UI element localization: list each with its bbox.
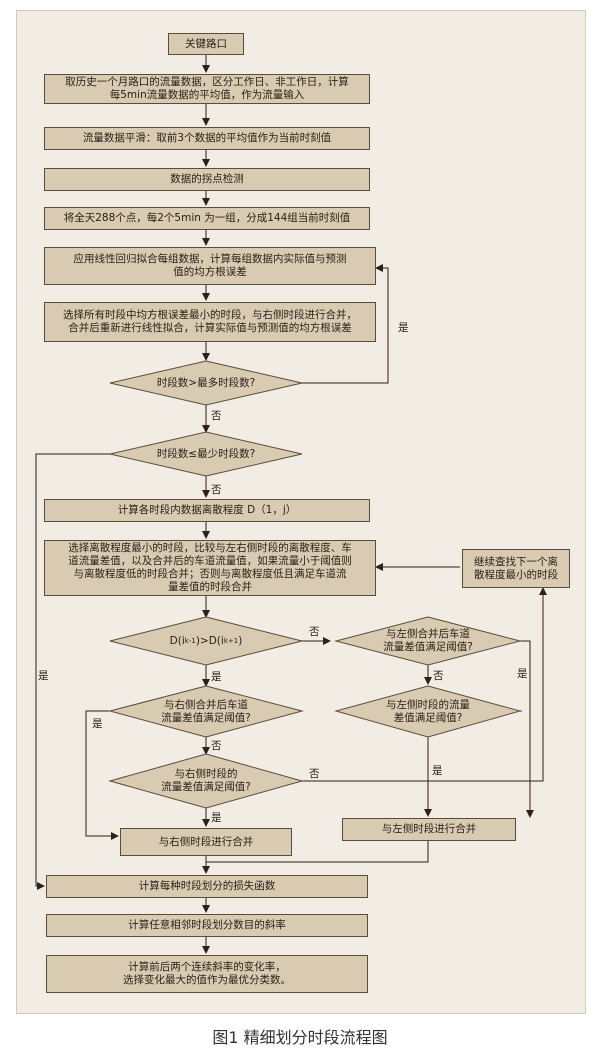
step-inflection-detection: 数据的拐点检测 xyxy=(44,168,370,191)
step-smoothing: 流量数据平滑：取前3个数据的平均值作为当前时刻值 xyxy=(44,127,370,150)
decision-diamond-1 xyxy=(109,360,303,406)
arrow-d7-no xyxy=(302,587,547,782)
loop-d2-yes xyxy=(35,453,110,890)
label-yes-d4: 是 xyxy=(517,668,528,680)
decision-7-label: 与右侧时段的 流量差值满足阈值? xyxy=(161,768,251,793)
step-linear-regression: 应用线性回归拟合每组数据，计算每组数据内实际值与预测 值的均方根误差 xyxy=(44,247,376,285)
flowchart-connectors xyxy=(35,55,547,954)
decision-3-sub-b: k+1 xyxy=(223,636,239,645)
merge-left-box: 与左侧时段进行合并 xyxy=(342,818,516,841)
decision-3-sub-a: k-1 xyxy=(184,636,196,645)
step-select-min-dispersion: 选择离散程度最小的时段，比较与左右侧时段的离散程度、车 道流量差值，以及合并后的… xyxy=(44,540,376,596)
decision-diamond-7 xyxy=(108,753,304,809)
decision-diamond-6 xyxy=(334,685,522,738)
step-history-data: 取历史一个月路口的流量数据，区分工作日、非工作日，计算 每5min流量数据的平均… xyxy=(44,74,370,104)
label-yes-d1: 是 xyxy=(398,322,409,334)
arrow-d5-yes xyxy=(85,710,119,840)
loop-d1-yes xyxy=(302,264,389,384)
label-no-d4: 否 xyxy=(433,670,444,682)
label-no-d2: 否 xyxy=(211,484,222,496)
step-slope: 计算任意相邻时段划分数目的斜率 xyxy=(46,914,368,937)
label-yes-d7: 是 xyxy=(211,812,222,824)
decision-3-text-a: D(i xyxy=(169,634,185,647)
decision-diamond-4 xyxy=(334,616,522,666)
arrow-mergeleft-step9 xyxy=(206,841,429,863)
decision-2-label: 时段数≤最少时段数? xyxy=(156,447,256,460)
step-merge-min-rmse: 选择所有时段中均方根误差最小的时段，与右侧时段进行合并， 合并后重新进行线性拟合… xyxy=(44,302,376,342)
decision-6-label: 与左侧时段的流量 差值满足阈值? xyxy=(386,698,470,724)
label-yes-d2: 是 xyxy=(38,670,49,682)
label-no-d1: 否 xyxy=(211,410,222,422)
decision-1-label: 时段数>最多时段数? xyxy=(156,376,256,389)
decision-diamond-3 xyxy=(109,616,303,666)
label-no-d5: 否 xyxy=(211,740,222,752)
step-grouping: 将全天288个点，每2个5min 为一组，分成144组当前时刻值 xyxy=(44,207,370,230)
step-loss-function: 计算每种时段划分的损失函数 xyxy=(46,875,368,898)
merge-right-box: 与右侧时段进行合并 xyxy=(120,828,292,856)
step-dispersion: 计算各时段内数据离散程度 D（1，j） xyxy=(44,499,370,522)
label-yes-d6: 是 xyxy=(432,765,443,777)
arrow-d4-yes xyxy=(520,640,534,818)
decision-diamond-5 xyxy=(108,685,304,738)
decision-3-text-b: )>D(i xyxy=(195,634,224,647)
step-optimal-classes: 计算前后两个连续斜率的变化率， 选择变化最大的值作为最优分类数。 xyxy=(46,955,368,993)
decision-diamond-2 xyxy=(109,431,303,477)
label-no-d3: 否 xyxy=(309,626,320,638)
decision-5-label: 与右侧合并后车道 流量差值满足阈值? xyxy=(161,698,251,724)
figure-caption: 图1 精细划分时段流程图 xyxy=(212,1028,388,1047)
decision-4-label: 与左侧合并后车道 流量差值满足阈值? xyxy=(383,628,473,653)
label-yes-d5: 是 xyxy=(92,718,103,730)
start-node: 关键路口 xyxy=(168,33,244,55)
decision-3-text-c: ) xyxy=(238,634,243,647)
side-box-next-min: 继续查找下一个离 散程度最小的时段 xyxy=(462,549,570,588)
label-no-d7: 否 xyxy=(309,768,320,780)
label-yes-d3: 是 xyxy=(211,671,222,683)
